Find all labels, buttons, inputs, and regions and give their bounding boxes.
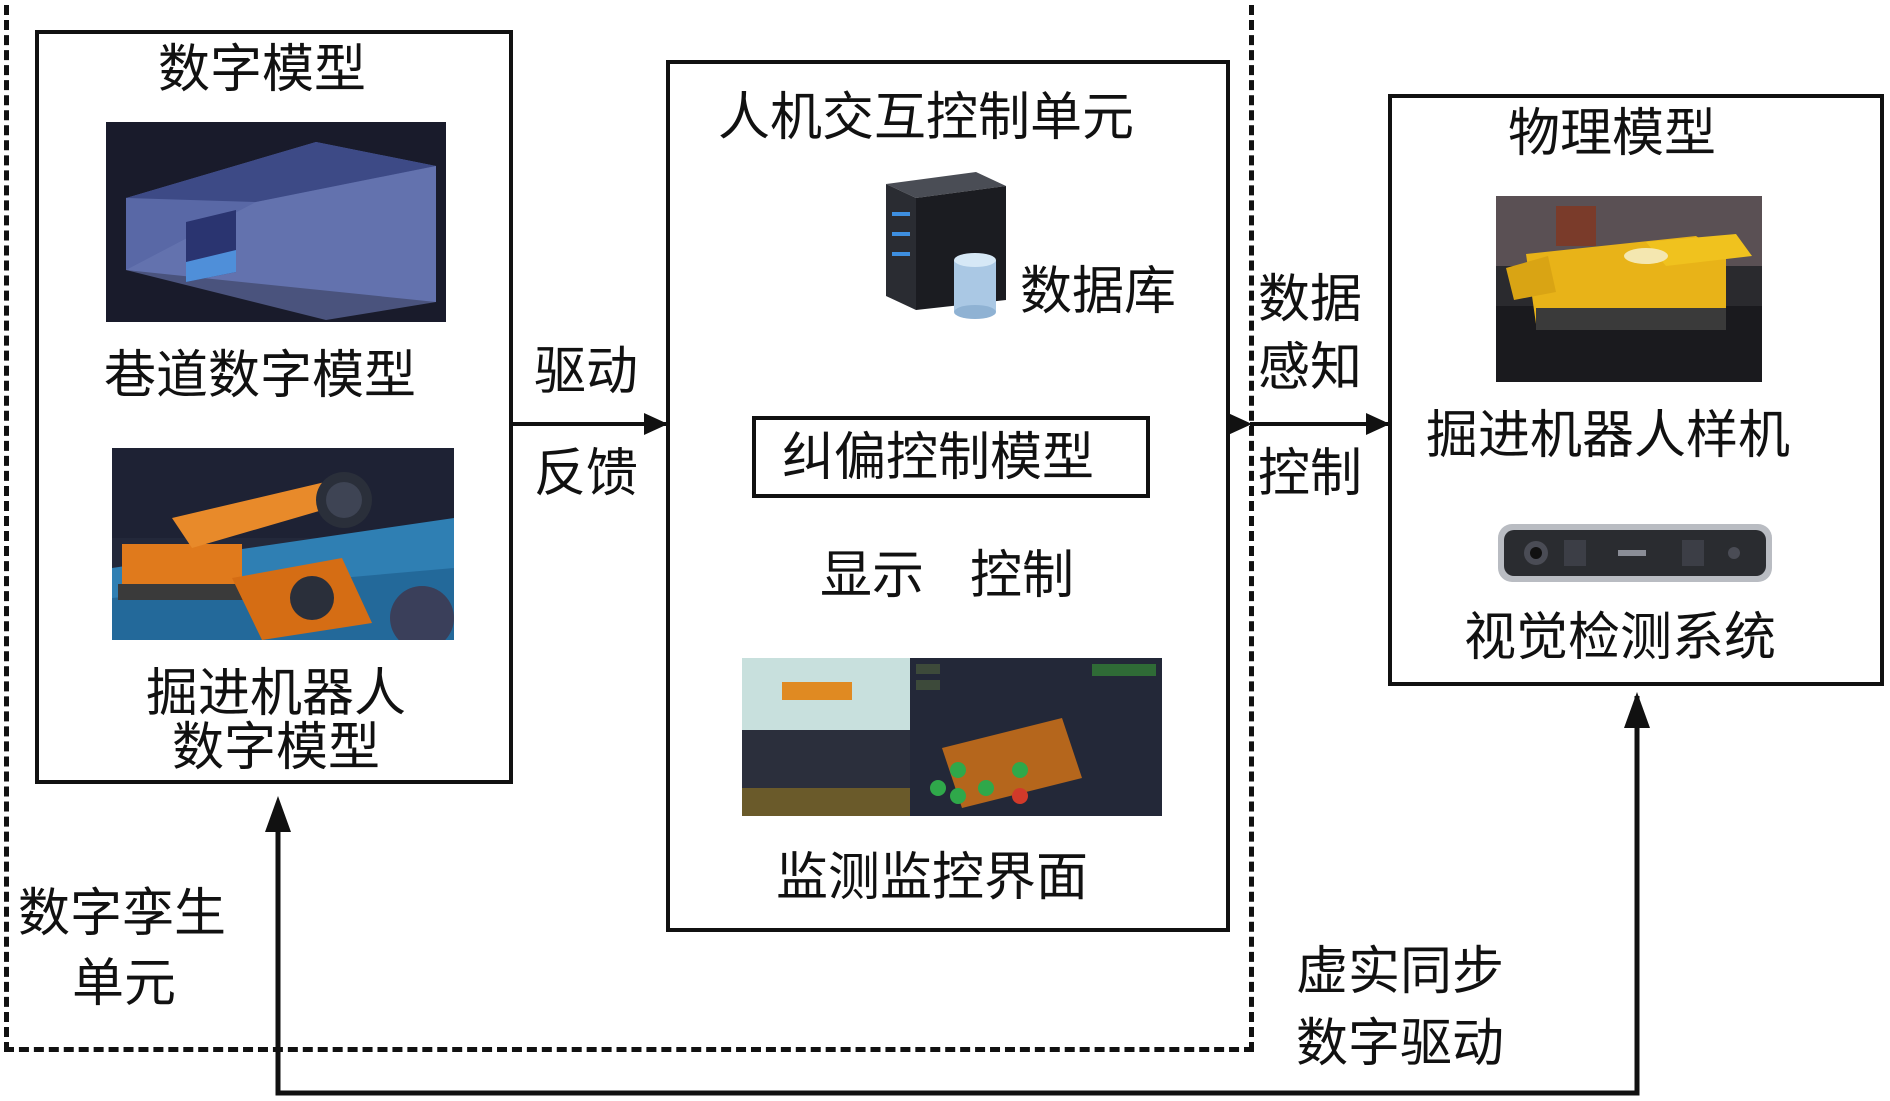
robot-model-caption-line1: 掘进机器人	[146, 664, 407, 724]
robot-model-caption-line2: 数字模型	[172, 718, 381, 778]
physical-control-label: 控制	[1258, 444, 1363, 504]
data-perception-label-line1: 数据	[1258, 270, 1363, 330]
digital-model-title: 数字模型	[158, 40, 367, 100]
digital-twin-unit-label-line1: 数字孪生	[18, 884, 227, 944]
robot-digital-model-image	[112, 448, 454, 640]
physical-model-title: 物理模型	[1508, 104, 1717, 164]
robot-prototype-image	[1496, 196, 1762, 382]
hmi-unit-title: 人机交互控制单元	[718, 88, 1135, 148]
drive-label: 驱动	[534, 342, 639, 402]
tunnel-model-image	[106, 122, 446, 322]
correction-control-model-box	[752, 416, 1150, 498]
prototype-caption: 掘进机器人样机	[1426, 406, 1791, 466]
tunnel-model-caption: 巷道数字模型	[104, 346, 417, 406]
database-label: 数据库	[1020, 262, 1177, 322]
database-icon	[952, 252, 998, 320]
sync-label-line1: 虚实同步	[1296, 942, 1505, 1002]
data-perception-label-line2: 感知	[1258, 338, 1363, 398]
correction-control-model-label: 纠偏控制模型	[782, 428, 1095, 488]
digital-twin-unit-border	[4, 0, 1254, 1052]
monitoring-ui-image	[742, 658, 1162, 816]
monitor-ui-caption: 监测监控界面	[776, 848, 1089, 908]
physical-model-box	[1388, 94, 1884, 686]
sync-arrowhead-right	[1624, 692, 1650, 728]
sync-label-line2: 数字驱动	[1296, 1014, 1505, 1074]
vision-camera-image	[1496, 520, 1774, 586]
sync-loop-line	[275, 696, 1640, 1096]
sync-arrowhead-left	[265, 796, 291, 832]
feedback-label: 反馈	[534, 444, 639, 504]
display-label: 显示	[820, 546, 925, 606]
vision-system-caption: 视觉检测系统	[1464, 608, 1777, 668]
digital-twin-unit-label-line2: 单元	[72, 954, 177, 1014]
hmi-control-label: 控制	[970, 546, 1075, 606]
